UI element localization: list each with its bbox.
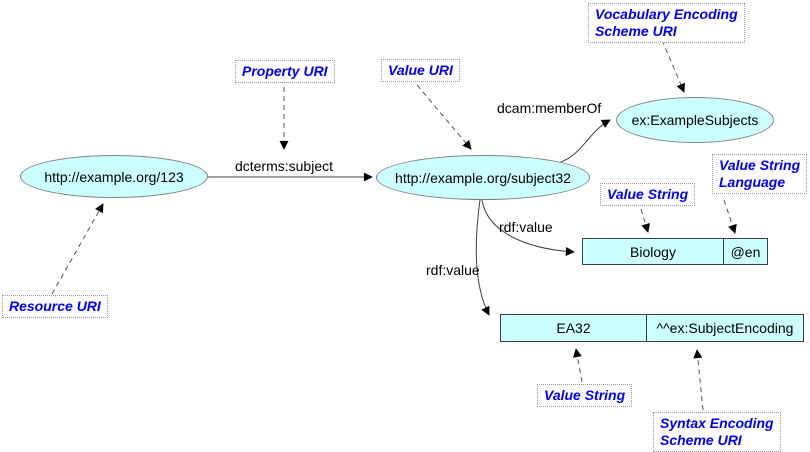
- edge-label-rdf-value-biology: rdf:value: [499, 219, 553, 235]
- pointer-value-string-ea32: [573, 348, 583, 383]
- edge-rdf-value-ea32: [475, 199, 490, 316]
- pointer-syntax-encoding-scheme-uri: [693, 349, 704, 411]
- annotation-syntax-encoding-scheme-uri: Syntax Encoding Scheme URI: [653, 412, 781, 452]
- edge-label-dcterms-subject: dcterms:subject: [234, 158, 334, 174]
- literal-value-cell: EA32: [556, 320, 591, 336]
- pointer-value-string-biology: [640, 208, 650, 233]
- node-resource-uri: http://example.org/123: [20, 155, 208, 198]
- annotation-value-uri: Value URI: [381, 59, 460, 82]
- edge-label-dcam-memberof: dcam:memberOf: [497, 100, 602, 116]
- literal-language-cell: @en: [723, 239, 767, 264]
- node-value-uri: http://example.org/subject32: [376, 155, 590, 200]
- annotation-vocab-encoding-scheme-uri: Vocabulary Encoding Scheme URI: [588, 3, 745, 43]
- pointer-value-string-language: [723, 199, 737, 234]
- annotation-resource-uri: Resource URI: [2, 295, 108, 318]
- node-vocab-encoding-scheme-label: ex:ExampleSubjects: [631, 112, 759, 128]
- pointer-value-uri: [416, 84, 472, 150]
- node-resource-uri-label: http://example.org/123: [44, 168, 184, 185]
- node-vocab-encoding-scheme: ex:ExampleSubjects: [616, 97, 774, 143]
- edge-label-rdf-value-ea32: rdf:value: [426, 262, 480, 278]
- annotation-value-string-biology: Value String: [600, 183, 696, 206]
- literal-datatype-cell: ^^ex:SubjectEncoding: [646, 315, 803, 341]
- pointer-resource-uri: [51, 203, 104, 295]
- literal-value-cell: Biology: [630, 243, 676, 260]
- literal-box-ea32: EA32 ^^ex:SubjectEncoding: [500, 314, 804, 342]
- literal-box-biology: Biology @en: [582, 238, 768, 265]
- annotation-value-string-ea32: Value String: [537, 384, 633, 407]
- pointer-vocab-encoding-scheme-uri: [661, 39, 685, 93]
- annotation-property-uri: Property URI: [235, 60, 335, 83]
- edge-dcam-memberof: [557, 119, 611, 164]
- edge-rdf-value-biology: [481, 199, 575, 256]
- annotation-value-string-language: Value String Language: [712, 154, 808, 194]
- node-value-uri-label: http://example.org/subject32: [395, 169, 571, 186]
